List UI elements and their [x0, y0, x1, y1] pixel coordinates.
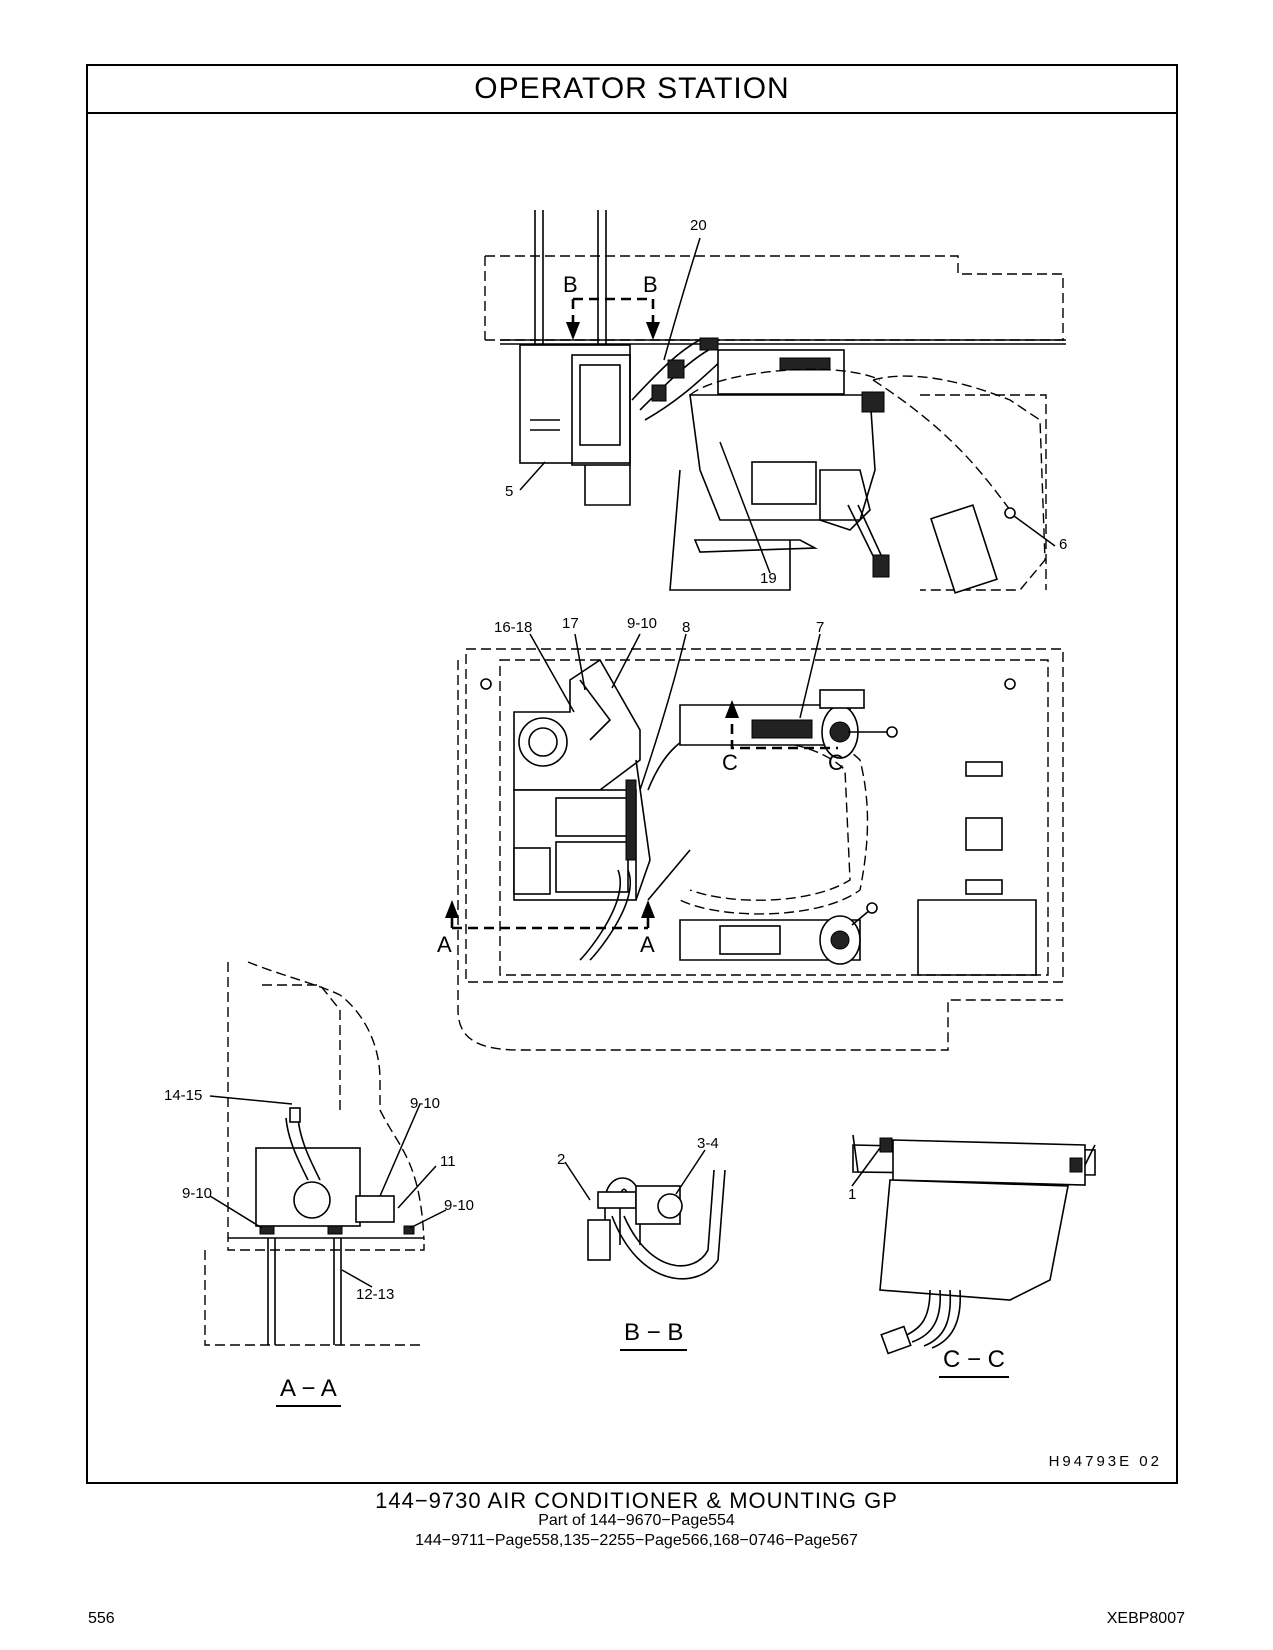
callout-label: 16-18	[494, 619, 533, 636]
callout-label: 11	[440, 1153, 456, 1170]
section-title-aa: A − A	[276, 1375, 341, 1407]
top-view-drawing	[484, 210, 1066, 594]
section-aa-drawing	[204, 961, 425, 1346]
callout-label: 1	[848, 1186, 857, 1203]
section-bb-drawing	[587, 1169, 726, 1280]
leader-lines	[209, 237, 1056, 1288]
section-mark-a: A	[437, 932, 452, 957]
page-title: OPERATOR STATION	[88, 66, 1176, 114]
callout-label: 17	[562, 615, 579, 632]
callout-label: 9-10	[182, 1185, 213, 1202]
section-mark-c: C	[722, 750, 738, 775]
callout-label: 12-13	[356, 1286, 395, 1303]
section-mark-c: C	[828, 750, 844, 775]
section-mark-a: A	[640, 932, 655, 957]
callout-label: 3-4	[697, 1135, 719, 1152]
section-mark-b: B	[563, 272, 578, 297]
callout-label: 9-10	[444, 1197, 475, 1214]
section-mark-b: B	[643, 272, 658, 297]
caption-line: 144−9711−Page558,135−2255−Page566,168−07…	[415, 1532, 858, 1549]
callout-label: 19	[760, 570, 777, 587]
plan-view-drawing	[445, 648, 1064, 1051]
callout-label: 9-10	[627, 615, 658, 632]
callout-label: 7	[816, 619, 825, 636]
callout-label: 2	[557, 1151, 566, 1168]
section-title-bb: B − B	[620, 1319, 688, 1351]
caption-line: Part of 144−9670−Page554	[538, 1512, 735, 1529]
document-id: XEBP8007	[1106, 1610, 1185, 1627]
callout-label: 5	[505, 483, 514, 500]
callout-label: 14-15	[164, 1087, 203, 1104]
callout-label: 20	[690, 217, 707, 234]
figure-frame: OPERATOR STATION H94793E 02	[86, 64, 1178, 1484]
section-cc-drawing	[852, 1134, 1096, 1355]
page-number: 556	[88, 1610, 115, 1627]
section-title-cc: C − C	[939, 1346, 1010, 1378]
callout-label: 9-10	[410, 1095, 441, 1112]
callout-label: 8	[682, 619, 691, 636]
callout-label: 6	[1059, 536, 1068, 553]
figure-reference: H94793E 02	[1048, 1453, 1162, 1470]
caption-title: 144−9730 AIR CONDITIONER & MOUNTING GP	[375, 1488, 898, 1513]
